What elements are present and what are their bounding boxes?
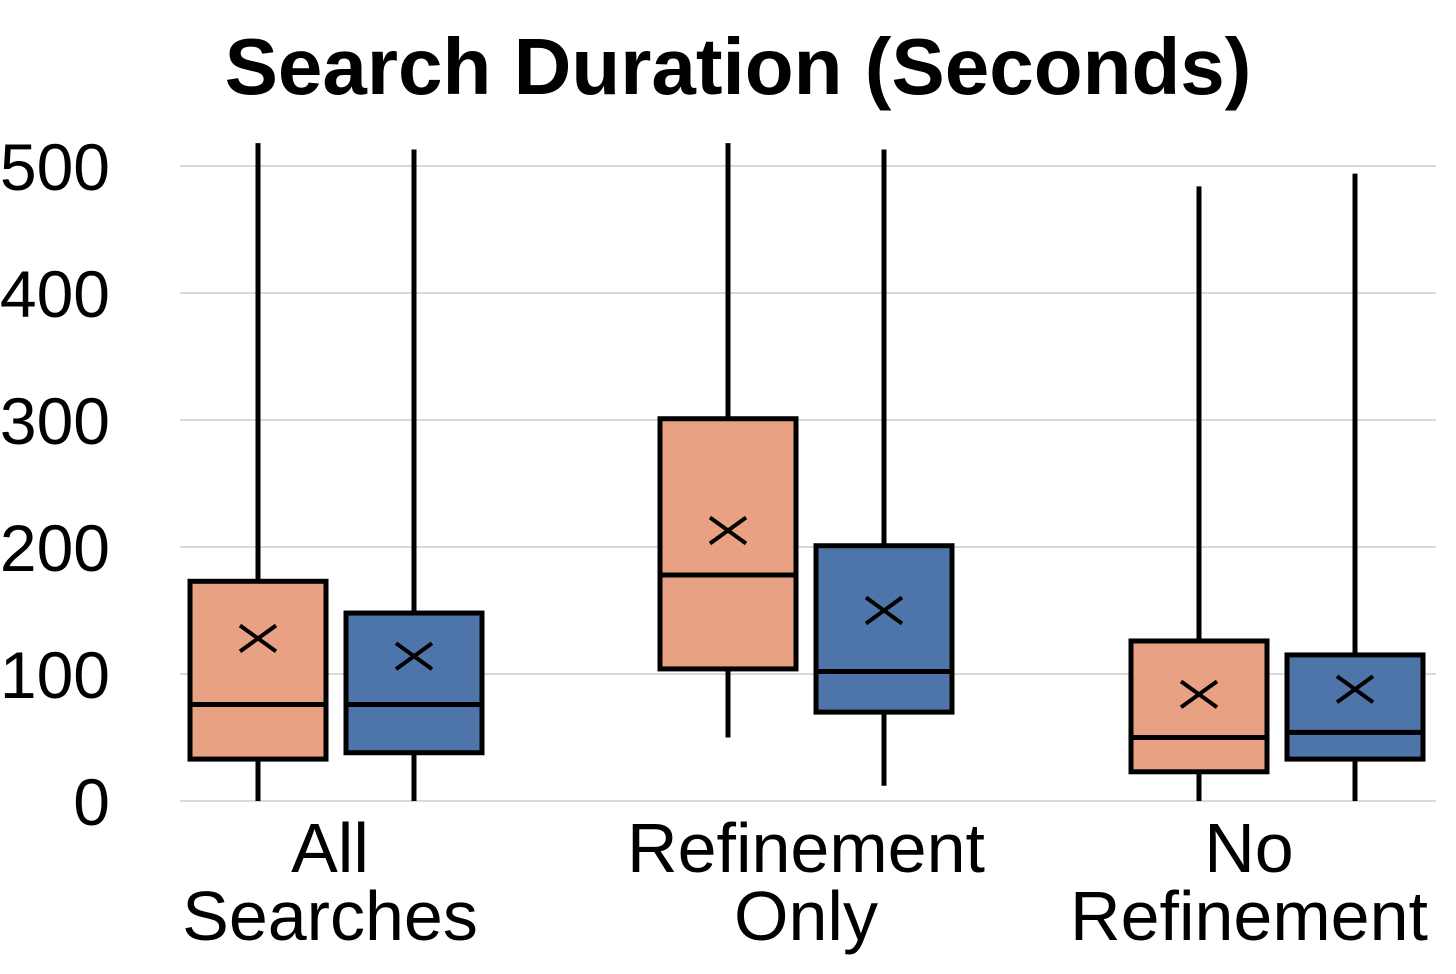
iqr-box	[813, 543, 955, 715]
box-plot-item	[1128, 186, 1270, 801]
box-plot-item	[1284, 173, 1426, 801]
y-tick-label: 300	[0, 384, 110, 458]
x-category-label: No	[1204, 809, 1293, 887]
x-category-label: All	[291, 809, 369, 887]
y-tick-label: 200	[0, 511, 110, 585]
mean-marker	[864, 595, 904, 626]
iqr-box	[1284, 652, 1426, 762]
y-tick-label: 100	[0, 638, 110, 712]
iqr-box	[657, 416, 799, 672]
mean-marker	[708, 515, 748, 546]
y-tick-label: 0	[73, 765, 110, 839]
x-category-label: Searches	[182, 877, 478, 955]
x-category-label: Refinement	[627, 809, 985, 887]
mean-marker	[1335, 674, 1375, 704]
mean-marker	[394, 641, 434, 671]
iqr-box	[343, 610, 485, 756]
iqr-box	[1128, 638, 1270, 775]
box-plots	[187, 143, 1426, 801]
x-category-label: Refinement	[1070, 877, 1428, 955]
x-category-label: Only	[734, 877, 878, 955]
chart-title: Search Duration (Seconds)	[225, 22, 1252, 111]
mean-marker	[1179, 679, 1219, 709]
y-tick-label: 400	[0, 257, 110, 331]
box-plot-item	[657, 143, 799, 738]
y-tick-label: 500	[0, 130, 110, 204]
box-plot-item	[343, 149, 485, 801]
mean-marker	[238, 623, 278, 654]
box-plot-item	[187, 143, 329, 801]
iqr-box	[187, 578, 329, 762]
box-plot-item	[813, 149, 955, 786]
y-axis-tick-labels: 0 100 200 300 400 500	[0, 130, 110, 839]
